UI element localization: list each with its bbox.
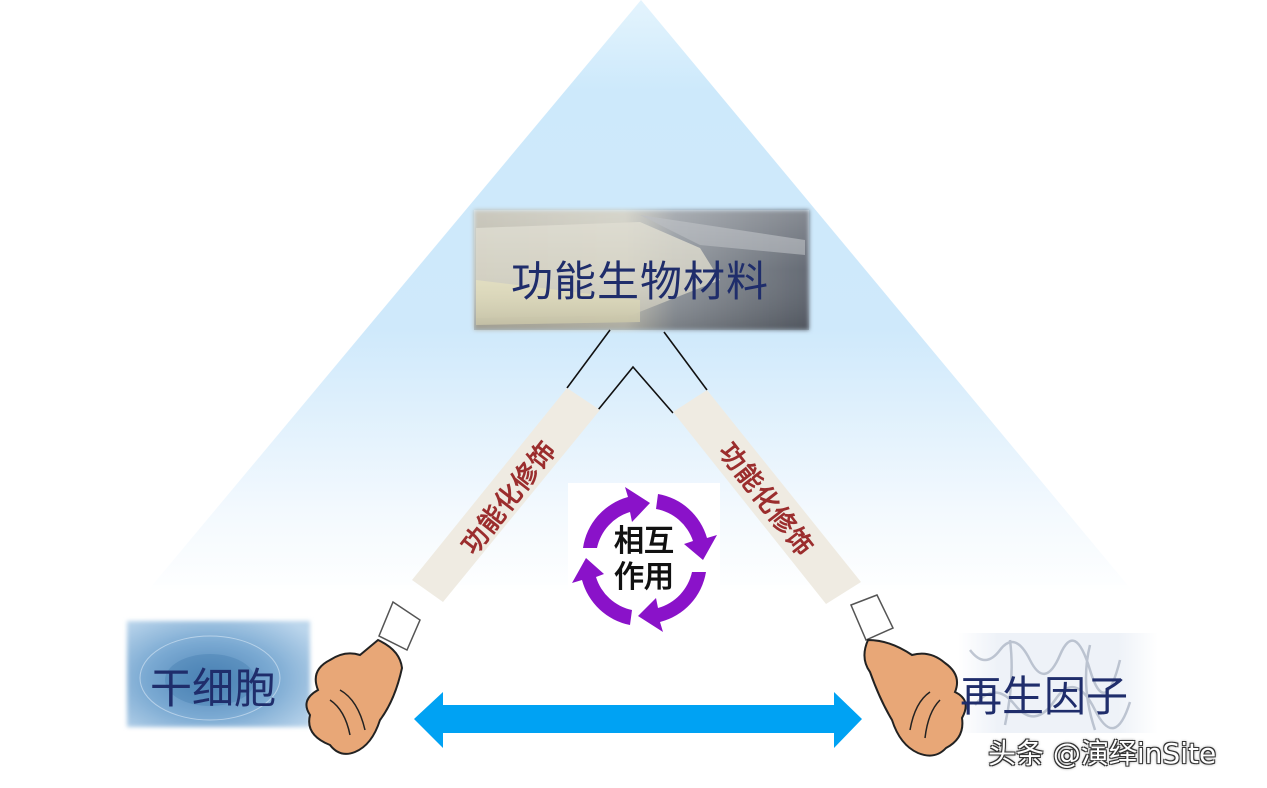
interaction-label-line2: 作用 [614,560,674,595]
biomaterial-label: 功能生物材料 [511,257,770,306]
left-hand-icon [305,600,421,755]
protein-structure-image [958,633,1158,733]
right-connector-strip [673,390,861,604]
interaction-label-line1: 相互 [614,524,674,559]
biomaterial-image [474,210,809,330]
right-hand-icon [850,594,967,757]
left-connector-strip [412,388,600,602]
stem-cell-label: 干细胞 [150,664,277,713]
stem-cell-image [127,621,310,727]
double-arrow-icon [414,692,862,748]
cycle-arrows-icon [568,483,720,636]
watermark: 头条 @演绎inSite [988,737,1217,770]
interaction-label: 相互 作用 [599,524,689,596]
regeneration-factor-label: 再生因子 [960,672,1129,721]
connector-lines [566,329,708,414]
